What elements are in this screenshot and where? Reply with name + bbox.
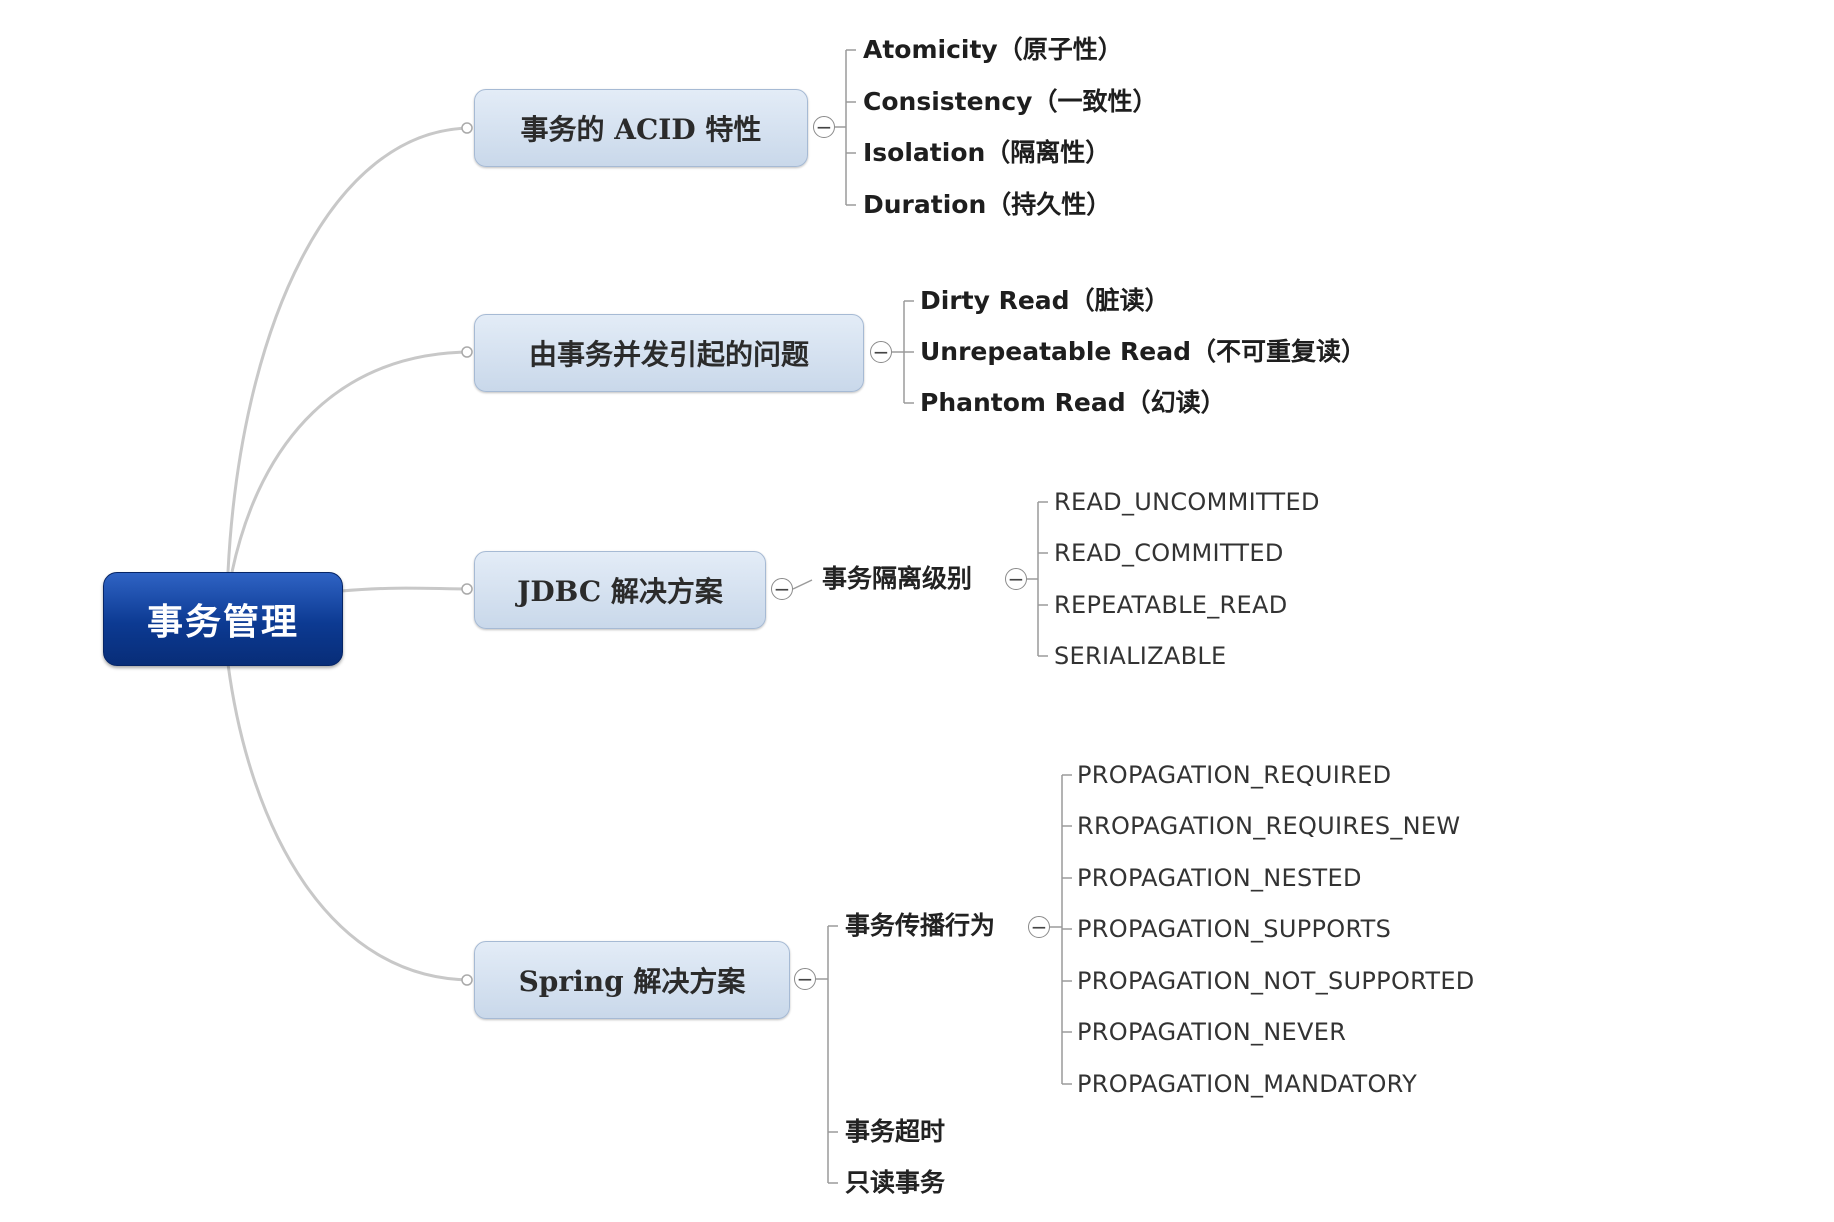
connector-endpoint (461, 346, 473, 358)
branch-jdbc-solution[interactable]: JDBC 解决方案 (474, 551, 766, 629)
collapse-toggle-icon[interactable]: − (794, 968, 816, 990)
collapse-toggle-icon[interactable]: − (870, 341, 892, 363)
root-connector-line (226, 126, 473, 573)
leaf-propagation-not-supported[interactable]: PROPAGATION_NOT_SUPPORTED (1077, 967, 1475, 995)
leaf-read-committed[interactable]: READ_COMMITTED (1054, 539, 1284, 567)
leaf-serializable[interactable]: SERIALIZABLE (1054, 642, 1227, 670)
leaf-repeatable-read[interactable]: REPEATABLE_READ (1054, 591, 1288, 619)
root-connector-line (340, 586, 473, 593)
node-read-only-transaction[interactable]: 只读事务 (845, 1168, 946, 1197)
leaf-unrepeatable-read[interactable]: Unrepeatable Read（不可重复读） (920, 337, 1367, 366)
connector-endpoint (461, 583, 473, 595)
leaf-propagation-nested[interactable]: PROPAGATION_NESTED (1077, 864, 1362, 892)
leaf-phantom-read[interactable]: Phantom Read（幻读） (920, 388, 1226, 417)
collapse-toggle-icon[interactable]: − (1005, 568, 1027, 590)
collapse-toggle-icon[interactable]: − (813, 116, 835, 138)
leaf-propagation-mandatory[interactable]: PROPAGATION_MANDATORY (1077, 1070, 1418, 1098)
branch-acid[interactable]: 事务的 ACID 特性 (474, 89, 808, 167)
leaf-isolation[interactable]: Isolation（隔离性） (863, 138, 1111, 167)
node-propagation-behavior[interactable]: 事务传播行为 (845, 911, 996, 940)
branch-spring-solution[interactable]: Spring 解决方案 (474, 941, 790, 1019)
leaf-propagation-never[interactable]: PROPAGATION_NEVER (1077, 1018, 1347, 1046)
node-isolation-levels[interactable]: 事务隔离级别 (822, 564, 973, 593)
bracket-stub-line (792, 579, 813, 590)
branch-concurrency-problems[interactable]: 由事务并发引起的问题 (474, 314, 864, 392)
leaf-read-uncommitted[interactable]: READ_UNCOMMITTED (1054, 488, 1320, 516)
leaf-propagation-requires-new[interactable]: RROPAGATION_REQUIRES_NEW (1077, 812, 1461, 840)
collapse-toggle-icon[interactable]: − (771, 578, 793, 600)
leaf-duration[interactable]: Duration（持久性） (863, 190, 1112, 219)
leaf-consistency[interactable]: Consistency（一致性） (863, 87, 1158, 116)
leaf-propagation-supports[interactable]: PROPAGATION_SUPPORTS (1077, 915, 1392, 943)
leaf-atomicity[interactable]: Atomicity（原子性） (863, 35, 1123, 64)
root-node[interactable]: 事务管理 (103, 572, 343, 666)
connector-endpoint (461, 122, 473, 134)
leaf-dirty-read[interactable]: Dirty Read（脏读） (920, 286, 1170, 315)
leaf-propagation-required[interactable]: PROPAGATION_REQUIRED (1077, 761, 1392, 789)
root-connector-line (226, 663, 473, 982)
node-transaction-timeout[interactable]: 事务超时 (845, 1117, 946, 1146)
collapse-toggle-icon[interactable]: − (1028, 916, 1050, 938)
connector-endpoint (461, 974, 473, 986)
root-connector-line (230, 350, 473, 573)
